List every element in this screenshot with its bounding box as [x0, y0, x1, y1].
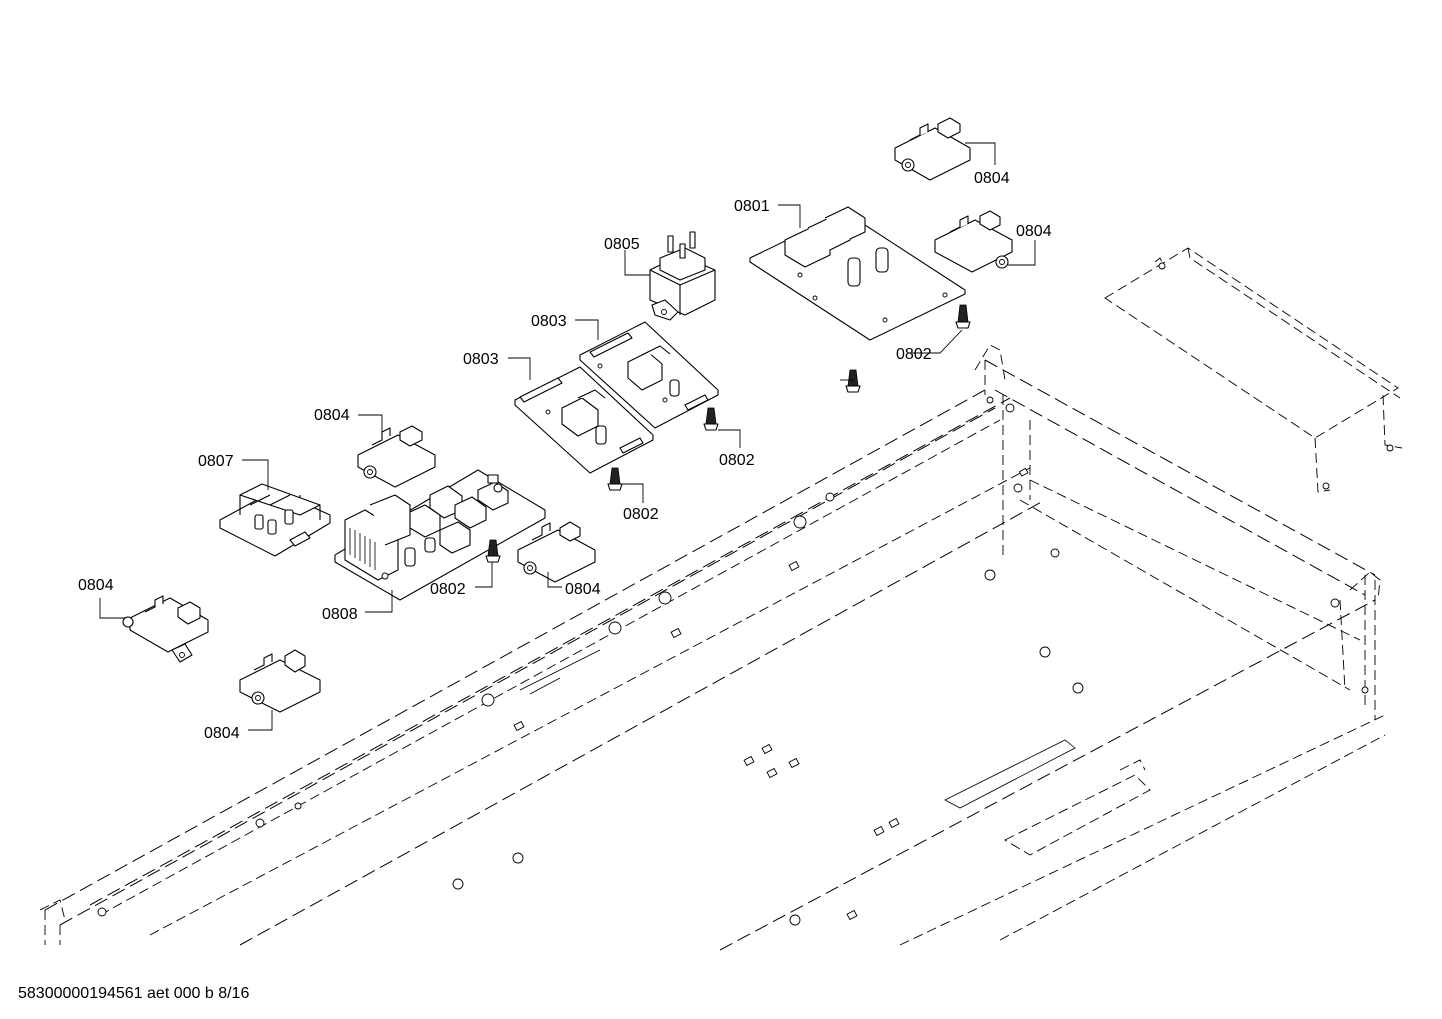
- callout-0804-bottom-left: 0804: [204, 725, 240, 742]
- callout-0804-center: 0804: [565, 581, 601, 598]
- part-0802-pin-mid[interactable]: [703, 407, 719, 431]
- shield-bracket: [1104, 247, 1403, 493]
- part-0804-terminal-left-upper[interactable]: [357, 425, 436, 488]
- callout-0802-mid: 0802: [719, 452, 755, 469]
- part-0805-transformer[interactable]: [649, 231, 716, 321]
- chassis-holes: [97, 396, 1369, 926]
- callout-0807: 0807: [198, 453, 234, 470]
- part-0804-terminal-center[interactable]: [517, 521, 596, 583]
- part-0803-board-lower[interactable]: [514, 366, 654, 474]
- callout-0804-left-upper: 0804: [314, 407, 350, 424]
- part-0804-terminal-far-left[interactable]: [122, 595, 209, 663]
- callout-0805: 0805: [604, 236, 640, 253]
- callout-0804-far-left: 0804: [78, 577, 114, 594]
- part-0801-control-board[interactable]: [749, 206, 966, 341]
- part-0802-pin-left[interactable]: [485, 539, 501, 563]
- leader-lines: [99, 142, 1036, 731]
- callout-0804-top-right: 0804: [974, 170, 1010, 187]
- callout-0803-lower: 0803: [463, 351, 499, 368]
- document-id: 58300000194561 aet 000 b 8/16: [18, 985, 249, 1002]
- part-0802-pin-center[interactable]: [845, 369, 861, 393]
- part-0804-terminal-top-right[interactable]: [894, 117, 971, 181]
- callout-0804-mid-right: 0804: [1016, 223, 1052, 240]
- callout-0802-lower: 0802: [623, 506, 659, 523]
- chassis-frame: [39, 344, 1386, 951]
- part-0804-terminal-bottom-left[interactable]: [239, 649, 321, 713]
- part-0808-power-board[interactable]: [334, 469, 546, 601]
- callout-labels: 0804 0801 0804 0805 0803 0802 0803 0804 …: [78, 170, 1052, 742]
- callout-0802-left: 0802: [430, 581, 466, 598]
- part-0802-pin-right[interactable]: [955, 304, 971, 329]
- part-0802-pin-lower[interactable]: [607, 467, 623, 491]
- callout-0801: 0801: [734, 198, 770, 215]
- part-0807-holder[interactable]: [219, 483, 331, 557]
- callout-0802-right: 0802: [896, 346, 932, 363]
- callout-0808: 0808: [322, 606, 358, 623]
- part-0803-board-upper[interactable]: [579, 321, 719, 429]
- callout-0803-upper: 0803: [531, 313, 567, 330]
- part-0804-terminal-mid-right[interactable]: [934, 210, 1013, 273]
